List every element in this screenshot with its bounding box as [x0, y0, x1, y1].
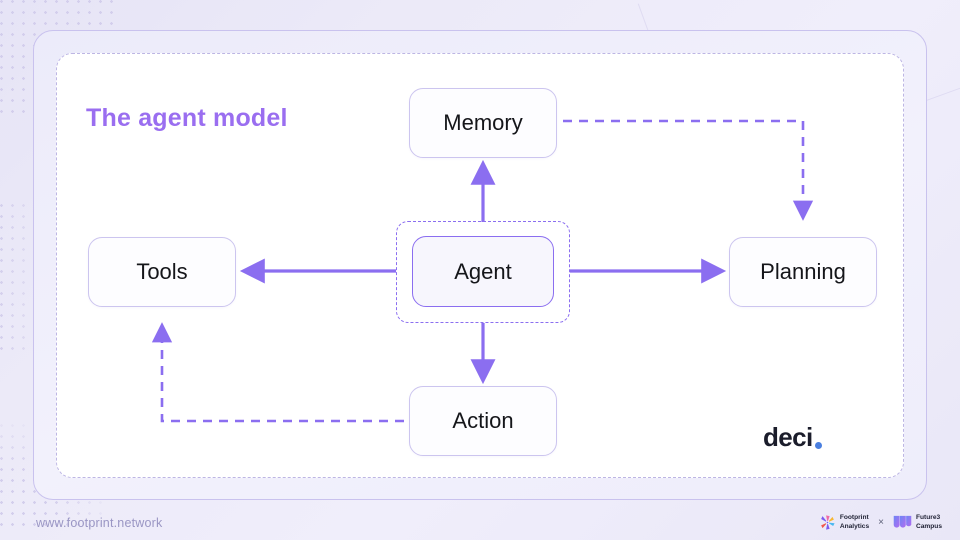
footprint-analytics-logo: Footprint Analytics [819, 514, 869, 531]
page-title: The agent model [86, 104, 288, 132]
diagram-node-action[interactable]: Action [409, 386, 557, 456]
deci-logo-dot-icon [814, 442, 822, 449]
deci-logo: deci [763, 422, 822, 453]
diagram-node-memory[interactable]: Memory [409, 88, 557, 158]
diagram-node-agent[interactable]: Agent [412, 236, 554, 307]
footprint-analytics-label: Footprint Analytics [839, 514, 870, 530]
diagram-node-planning[interactable]: Planning [729, 237, 877, 307]
footer-brand-row: Footprint Analytics × Future3 Campus [819, 514, 942, 531]
footer-url[interactable]: www.footprint.network [36, 516, 163, 530]
future3-campus-label: Future3 Campus [915, 514, 942, 530]
diagram-node-tools[interactable]: Tools [88, 237, 236, 307]
brand-separator-icon: × [878, 517, 884, 528]
future3-campus-mark-icon [893, 515, 912, 528]
footprint-analytics-mark-icon [820, 515, 835, 530]
future3-campus-logo: Future3 Campus [893, 514, 942, 530]
deci-logo-text: deci [763, 422, 813, 452]
agent-boundary [396, 221, 570, 323]
